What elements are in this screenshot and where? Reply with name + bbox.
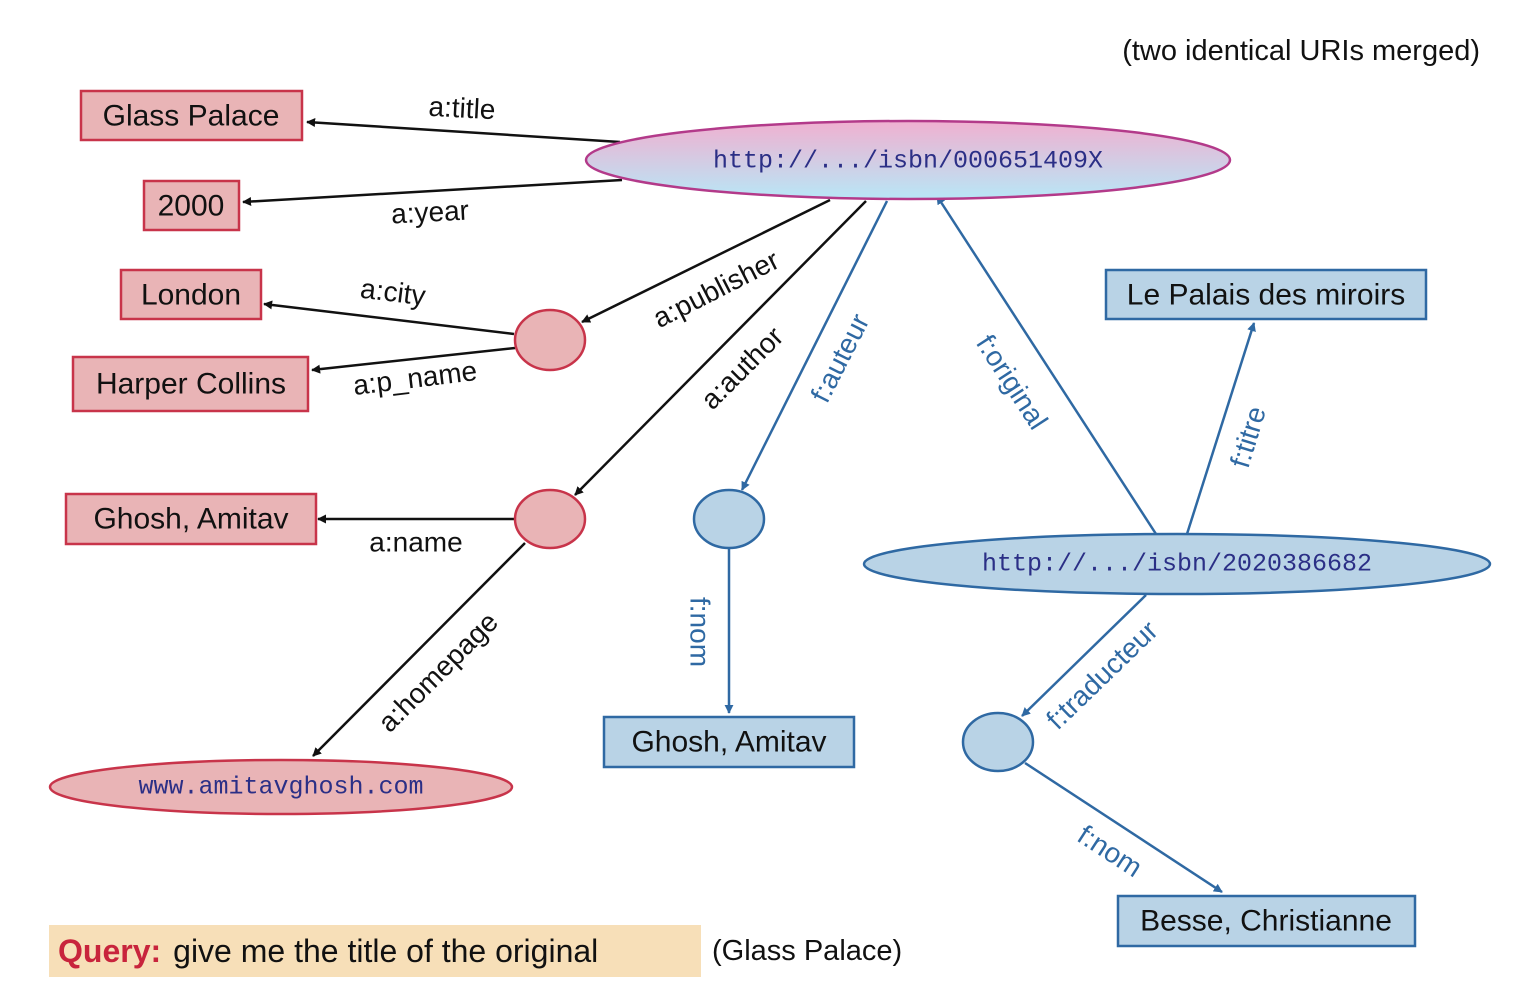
query-answer: (Glass Palace): [712, 935, 902, 967]
edge-a-homepage: [312, 542, 526, 757]
french-edges: [724, 195, 1256, 894]
label-f-traducteur: f:traducteur: [1040, 615, 1163, 736]
edge-f-original: [935, 195, 1158, 535]
query-highlight: [49, 925, 701, 977]
node-uri-french-book: http://.../isbn/2020386682: [862, 532, 1492, 596]
node-uri-english-book: http://.../isbn/000651409X: [584, 119, 1232, 201]
year-text: 2000: [158, 190, 225, 223]
french-edge-labels: f:auteur f:nom f:original f:titre f:trad…: [685, 309, 1272, 883]
ghosh-french-text: Ghosh, Amitav: [631, 726, 826, 759]
blank-node-publisher: [513, 308, 587, 372]
edge-f-titre: [1185, 322, 1256, 535]
query-box: Query: give me the title of the original…: [49, 925, 902, 977]
query-text: give me the title of the original: [173, 933, 598, 969]
edge-a-p-name: [311, 346, 516, 374]
edge-a-title: [306, 118, 621, 144]
literal-glass-palace: Glass Palace: [79, 89, 304, 142]
le-palais-text: Le Palais des miroirs: [1127, 279, 1405, 312]
besse-text: Besse, Christianne: [1140, 905, 1392, 938]
edge-a-city: [263, 300, 515, 336]
literal-ghosh-english: Ghosh, Amitav: [64, 492, 318, 546]
harper-collins-text: Harper Collins: [96, 368, 286, 401]
label-a-city: a:city: [359, 273, 428, 312]
label-a-title: a:title: [428, 91, 496, 125]
literal-le-palais: Le Palais des miroirs: [1104, 268, 1428, 321]
literal-ghosh-french: Ghosh, Amitav: [602, 715, 856, 769]
edge-f-nom-2: [1024, 761, 1223, 894]
literal-besse: Besse, Christianne: [1116, 894, 1417, 948]
label-f-nom-1: f:nom: [685, 597, 716, 667]
uri-french-book-label: http://.../isbn/2020386682: [982, 550, 1372, 579]
label-a-author: a:author: [695, 321, 790, 416]
label-f-titre: f:titre: [1224, 403, 1272, 472]
uri-english-book-label: http://.../isbn/000651409X: [713, 147, 1103, 176]
edge-a-author: [574, 200, 867, 496]
merge-note: (two identical URIs merged): [1122, 35, 1480, 67]
query-label: Query:: [58, 933, 161, 969]
label-a-homepage: a:homepage: [372, 606, 504, 738]
ghosh-english-text: Ghosh, Amitav: [93, 503, 288, 536]
label-f-original: f:original: [970, 329, 1054, 435]
label-f-auteur: f:auteur: [805, 309, 876, 408]
label-f-nom-2: f:nom: [1072, 819, 1148, 883]
english-edges: [242, 118, 867, 757]
edge-f-auteur: [740, 200, 889, 491]
edge-a-year: [242, 178, 623, 207]
edge-f-traducteur: [1021, 594, 1147, 717]
label-a-year: a:year: [390, 194, 469, 229]
label-a-p-name: a:p_name: [351, 355, 478, 401]
uri-homepage-label: www.amitavghosh.com: [138, 773, 423, 802]
node-uri-homepage: www.amitavghosh.com: [48, 758, 514, 816]
glass-palace-text: Glass Palace: [103, 100, 280, 133]
literal-london: London: [119, 268, 263, 321]
london-text: London: [141, 279, 241, 312]
query-line: Query: give me the title of the original: [58, 933, 598, 969]
label-a-name: a:name: [369, 527, 462, 558]
literal-harper-collins: Harper Collins: [71, 355, 310, 413]
literal-year: 2000: [142, 179, 241, 232]
blank-node-traducteur: [961, 711, 1035, 773]
edge-a-publisher: [581, 198, 831, 324]
blank-node-auteur: [692, 488, 766, 550]
blank-node-author: [513, 488, 587, 550]
label-a-publisher: a:publisher: [648, 244, 784, 334]
